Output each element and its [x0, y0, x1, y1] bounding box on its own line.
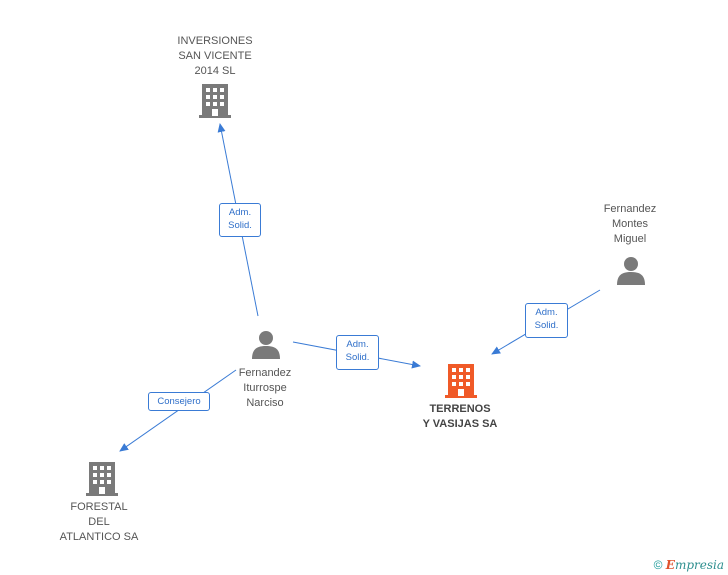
- edge-label-consejero: Consejero: [148, 392, 210, 411]
- node-label-inversiones[interactable]: INVERSIONES SAN VICENTE 2014 SL: [177, 35, 253, 77]
- building-icon[interactable]: [86, 462, 118, 496]
- copyright-symbol: ©: [653, 558, 663, 572]
- brand-logo-text: mpresia: [674, 558, 724, 572]
- edge-label-adm-solid: Adm. Solid.: [336, 335, 379, 370]
- building-icon[interactable]: [199, 84, 231, 118]
- edge-label-adm-solid: Adm. Solid.: [525, 303, 568, 338]
- node-label-forestal[interactable]: FORESTAL DEL ATLANTICO SA: [59, 501, 139, 543]
- person-icon[interactable]: [617, 257, 645, 285]
- node-label-terrenos[interactable]: TERRENOS Y VASIJAS SA: [422, 403, 498, 430]
- node-label-montes[interactable]: Fernandez Montes Miguel: [603, 203, 657, 245]
- edge-label-adm-solid: Adm. Solid.: [219, 203, 261, 237]
- brand-logo-letter: E: [665, 558, 675, 572]
- person-icon[interactable]: [252, 331, 280, 359]
- node-label-iturrospe[interactable]: Fernandez Iturrospe Narciso: [238, 367, 292, 409]
- brand-footer[interactable]: © Empresia: [654, 558, 724, 572]
- building-icon-main[interactable]: [445, 364, 477, 398]
